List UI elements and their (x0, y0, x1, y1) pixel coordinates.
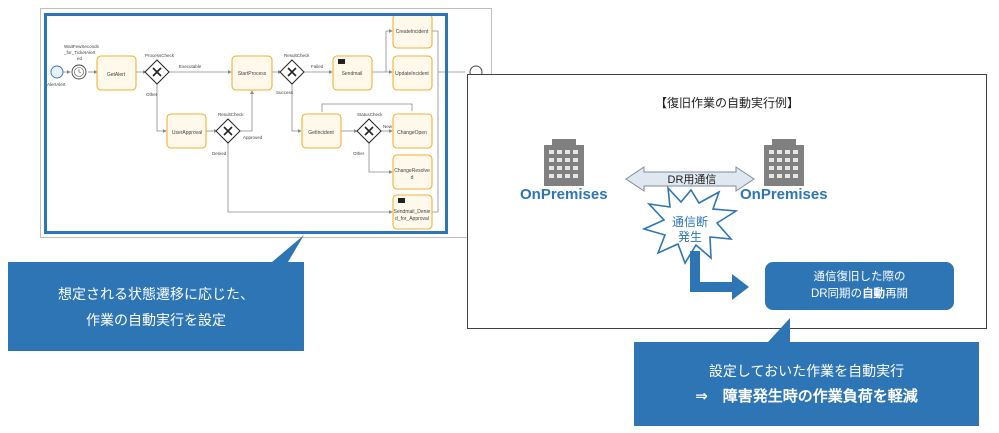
gateway-x-icon (356, 118, 382, 144)
callout-left-line1: 想定される状態遷移に応じた、 (58, 285, 254, 302)
timer-label-1: WaitFewSeconds (64, 44, 100, 49)
burst-label-line1: 通信断 (671, 215, 708, 229)
flow-label-failed: Failed (311, 64, 324, 69)
callout-right-line2: ⇒ 障害発生時の作業負荷を軽減 (695, 388, 918, 405)
task-sendmail-denied[interactable]: Sendmail_Denie d_for_Approval (392, 194, 433, 230)
dr-panel-title: 【復旧作業の自動実行例】 (654, 96, 799, 110)
resync-line1: 通信復旧した際の (813, 271, 906, 283)
task-user-approval[interactable]: UserApproval (166, 113, 207, 149)
envelope-icon (398, 198, 405, 203)
start-event-label: AlertAlert (47, 82, 66, 87)
envelope-icon (338, 59, 345, 64)
task-change-open-label: ChangeOpen (397, 130, 427, 136)
task-change-resolved[interactable]: ChangeResolve d (392, 154, 433, 190)
label-process-check: ProcessCheck (145, 53, 175, 58)
start-event-icon (50, 65, 64, 79)
onprem-right-label: OnPremises (740, 186, 828, 203)
task-change-open[interactable]: ChangeOpen (392, 113, 433, 149)
flow-label-other-2: Other (353, 151, 365, 156)
timer-label-2: _for_TicketAlert (63, 50, 96, 55)
workflow-highlight (44, 13, 448, 234)
dr-example-panel: 【復旧作業の自動実行例】 (467, 74, 987, 329)
task-get-incident-label: GetIncident (308, 130, 334, 136)
gateway-x-icon (215, 118, 241, 144)
flow-label-other-1: Other (146, 92, 158, 97)
task-sendmail-denied-label-1: Sendmail_Denie (394, 209, 431, 215)
burst-label-line2: 発生 (677, 230, 702, 244)
flow-label-denied: Denied (212, 151, 227, 156)
task-create-incident-label: CreateIncident (396, 29, 429, 35)
task-get-alert-label: GetAlert (107, 72, 126, 78)
task-send-mail-label: Sendmail (342, 71, 363, 77)
callout-right-shape (634, 318, 979, 426)
gateway-x-icon (144, 59, 170, 85)
task-update-incident-label: UpdateIncident (395, 71, 429, 77)
timer-label-3: ed (77, 56, 83, 61)
callout-right: 設定しておいた作業を自動実行 ⇒ 障害発生時の作業負荷を軽減 (634, 342, 979, 426)
resync-line2-pre: DR同期の (810, 288, 863, 300)
arrow-icon (690, 251, 749, 300)
flow-label-approved: Approved (243, 135, 263, 140)
resync-box: 通信復旧した際の DR同期の自動再開 (765, 262, 954, 310)
task-change-resolved-label-1: ChangeResolve (394, 168, 430, 174)
dr-link-label: DR用通信 (667, 174, 717, 186)
callout-left: 想定される状態遷移に応じた、 作業の自動実行を設定 (8, 262, 304, 351)
burst-icon (641, 185, 739, 265)
task-user-approval-label: UserApproval (172, 130, 202, 136)
resync-line2-bold: 自動 (862, 288, 886, 300)
label-result-check-bottom: ResultCheck (218, 112, 244, 117)
building-icon (764, 139, 804, 186)
task-start-process-label: StartProcess (238, 71, 267, 77)
callout-right-line1: 設定しておいた作業を自動実行 (708, 363, 905, 379)
task-get-incident[interactable]: GetIncident (301, 113, 342, 149)
timer-icon (71, 64, 87, 80)
task-start-process[interactable]: StartProcess (231, 55, 273, 91)
task-get-alert[interactable]: GetAlert (96, 55, 137, 91)
task-send-mail[interactable]: Sendmail (332, 55, 373, 91)
resync-line2: DR同期の自動再開 (765, 286, 954, 303)
label-result-check-top: ResultCheck (284, 53, 310, 58)
dr-link-arrow-icon (625, 166, 755, 192)
gateway-x-icon (279, 59, 305, 85)
workflow-connectors (63, 29, 465, 214)
callout-left-shape (8, 235, 304, 351)
label-status-check: StatusCheck (357, 112, 383, 117)
onprem-left-label: OnPremises (520, 186, 608, 203)
burst-label: 通信断 発生 (650, 215, 730, 245)
task-change-resolved-label-2: d (411, 175, 414, 181)
dr-panel-graphics (544, 139, 804, 300)
callout-left-line2: 作業の自動実行を設定 (86, 311, 226, 328)
task-sendmail-denied-label-2: d_for_Approval (395, 216, 429, 222)
flow-label-executable: Executable (179, 64, 202, 69)
flow-label-new: New (383, 124, 393, 129)
resync-line2-post: 再開 (885, 288, 909, 300)
flow-label-success: Success (276, 90, 294, 95)
task-update-incident[interactable]: UpdateIncident (392, 55, 433, 91)
building-icon (544, 139, 584, 186)
